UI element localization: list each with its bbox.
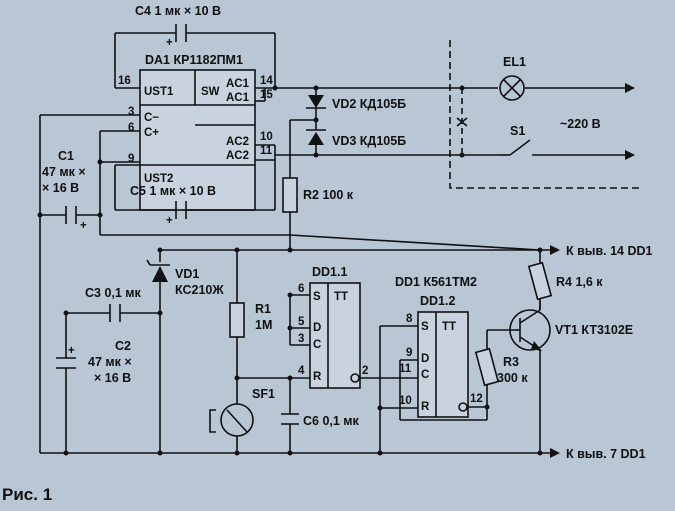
dd1-1-pin-n5: 5 [298, 316, 305, 328]
vt1-transistor [509, 300, 551, 456]
label-el1: EL1 [503, 55, 526, 69]
label-c1-b: 47 мк × [42, 165, 86, 179]
label-dd1: DD1 К561ТМ2 [395, 275, 477, 289]
dd1-2-pin-c: C [421, 369, 429, 381]
da1-pin-n15: 15 [260, 89, 273, 101]
dd1-1-body [309, 282, 361, 389]
label-c6: C6 0,1 мк [303, 414, 360, 428]
dd1-2-pin-tt: TT [442, 321, 456, 333]
da1-pin-n16: 16 [118, 75, 131, 87]
label-c2-a: C2 [115, 339, 131, 353]
da1-pin-n6: 6 [128, 122, 134, 134]
label-c5: C5 1 мк × 10 В [130, 184, 216, 198]
da1-pin-ust1: UST1 [144, 86, 174, 98]
label-sf1: SF1 [252, 387, 275, 401]
dd1-1-flipflop: S TT D C R 6 5 3 4 2 [287, 282, 368, 389]
label-c1-a: C1 [58, 149, 74, 163]
label-vd2: VD2 КД105Б [332, 97, 406, 111]
label-dd1-1: DD1.1 [312, 265, 347, 279]
label-c2-c: × 16 В [94, 371, 131, 385]
da1-pin-cminus: C− [144, 112, 159, 124]
dd1-2-pin-n12: 12 [470, 393, 483, 405]
label-r2: R2 100 к [303, 188, 354, 202]
dd1-1-pin-n2: 2 [362, 365, 368, 377]
label-pwr7: К выв. 7 DD1 [566, 447, 646, 461]
label-r3-b: 300 к [497, 371, 528, 385]
da1-pin-ac1b: AC1 [226, 92, 250, 104]
da1-pin-n3: 3 [128, 106, 134, 118]
dd1-1-pin-s: S [313, 291, 321, 303]
dd1-1-pin-n3: 3 [298, 333, 304, 345]
da1-pin-n14: 14 [260, 75, 273, 87]
vd1-zener [146, 247, 170, 456]
da1-chip: UST1 SW AC1 AC1 C− C+ AC2 AC2 UST2 16 14… [118, 69, 273, 211]
da1-pin-ac2b: AC2 [226, 150, 249, 162]
dd1-1-pin-d: D [313, 322, 321, 334]
label-vd1-a: VD1 [175, 267, 199, 281]
da1-pin-n10: 10 [260, 131, 273, 143]
load-section [449, 40, 640, 189]
c4-capacitor: + [114, 24, 276, 89]
da1-pin-ust2: UST2 [144, 173, 173, 185]
r4-resistor [527, 261, 553, 301]
dd1-2-pin-n8: 8 [406, 313, 413, 325]
label-c2-b: 47 мк × [88, 355, 132, 369]
c6-capacitor [281, 375, 299, 456]
c3-capacitor [63, 304, 160, 322]
label-mains: ~220 В [560, 117, 601, 131]
label-da1: DA1 КР1182ПМ1 [145, 53, 243, 67]
c5-plus: + [166, 215, 173, 227]
label-r4: R4 1,6 к [556, 275, 603, 289]
label-r1-a: R1 [255, 302, 271, 316]
figure-caption: Рис. 1 [2, 485, 52, 504]
dd1-2-pin-r: R [421, 401, 430, 413]
label-c3: C3 0,1 мк [85, 286, 142, 300]
dd1-2-pin-n9: 9 [406, 347, 412, 359]
da1-pin-ac2a: AC2 [226, 136, 249, 148]
c2-capacitor: + [56, 313, 76, 456]
label-pwr14: К выв. 14 DD1 [566, 244, 653, 258]
dd1-2-pin-n10: 10 [399, 395, 412, 407]
dd1-2-body [417, 311, 469, 418]
dd1-1-pin-c: C [313, 339, 321, 351]
da1-body [139, 69, 256, 211]
da1-pin-n11: 11 [260, 145, 273, 157]
r1-resistor [229, 302, 245, 338]
label-c4: C4 1 мк × 10 В [135, 4, 221, 18]
da1-pin-sw: SW [201, 86, 220, 98]
dd1-1-pin-n4: 4 [298, 365, 305, 377]
vd2-vd3-diodes [289, 88, 326, 178]
dd1-2-pin-n11: 11 [399, 363, 412, 375]
label-r3-a: R3 [503, 355, 519, 369]
dd1-2-pin-s: S [421, 321, 429, 333]
label-c1-c: × 16 В [42, 181, 79, 195]
label-vt1: VT1 КТ3102Е [555, 323, 633, 337]
dd1-2-flipflop: S TT D C R 8 9 11 10 12 [399, 311, 483, 418]
dd1-1-pin-tt: TT [334, 291, 348, 303]
label-r1-b: 1М [255, 318, 272, 332]
dd1-2-pin-d: D [421, 353, 429, 365]
c1-plus: + [80, 220, 87, 232]
da1-pin-ac1a: AC1 [226, 78, 250, 90]
sf1-reed-switch [209, 378, 254, 456]
da1-pin-n9: 9 [128, 153, 134, 165]
label-dd1-2: DD1.2 [420, 294, 455, 308]
r2-resistor [282, 177, 298, 213]
c2-plus: + [68, 345, 75, 357]
dd1-1-pin-n6: 6 [298, 283, 304, 295]
s1-switch-icon [509, 139, 531, 156]
c5-capacitor: + [114, 160, 276, 227]
dd1-1-pin-r: R [313, 371, 322, 383]
label-vd3: VD3 КД105Б [332, 134, 406, 148]
r3-resistor [474, 347, 500, 387]
label-vd1-b: КС210Ж [175, 283, 224, 297]
da1-pin-cplus: C+ [144, 127, 159, 139]
c4-plus: + [166, 37, 173, 49]
label-s1: S1 [510, 124, 525, 138]
c1-capacitor: + [37, 114, 140, 453]
